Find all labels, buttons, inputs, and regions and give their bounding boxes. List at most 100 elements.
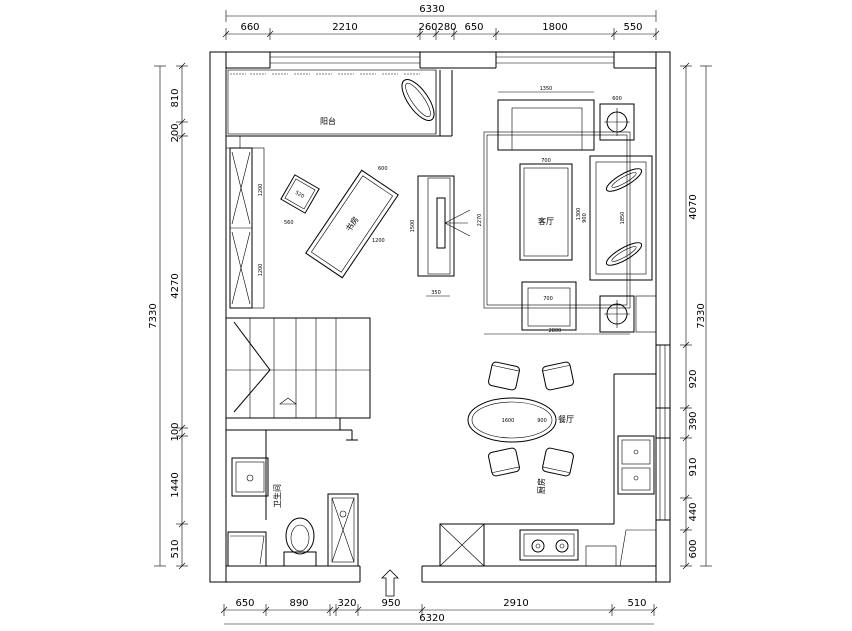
dimension-tick — [682, 404, 690, 412]
bottom-dim-1: 650 — [235, 598, 254, 609]
top-total-dim: 6330 — [419, 4, 444, 15]
left-total-dim: 7330 — [148, 303, 159, 328]
study-desk: 书房 — [305, 169, 399, 279]
left-dim-5: 1440 — [170, 472, 181, 497]
cushion-icon — [605, 168, 643, 192]
rug-dim-h: 2270 — [477, 214, 483, 227]
balcony-label: 阳台 — [320, 116, 336, 126]
kitchen-label: 厨房 — [536, 478, 546, 494]
dining-label: 餐厅 — [558, 415, 574, 424]
desk-dim-w: 600 — [378, 166, 388, 172]
rug-dim-w: 2800 — [549, 328, 562, 334]
right-dim-1: 920 — [688, 369, 699, 388]
dining-dim-h: 900 — [537, 418, 547, 424]
dimension-tick — [178, 62, 186, 70]
dimension-tick — [266, 30, 274, 38]
dining-chair-icon — [488, 361, 520, 391]
dimension-tick — [682, 341, 690, 349]
bottom-dim-5: 2910 — [503, 598, 528, 609]
dining-chair-icon — [542, 361, 574, 391]
stairs — [225, 317, 371, 441]
dimension-tick — [650, 606, 658, 614]
left-dim-1: 810 — [170, 88, 181, 107]
dimension-tick — [432, 30, 440, 38]
right-total-dim: 7330 — [696, 303, 707, 328]
top-dim-2: 2210 — [332, 22, 357, 33]
dimension-tick — [492, 30, 500, 38]
left-dimension-lines: 7330 810 200 4270 100 1440 510 — [148, 62, 188, 570]
armchair-dim: 700 — [543, 296, 553, 302]
left-dim-4: 100 — [170, 422, 181, 441]
top-dim-4: 280 — [437, 22, 456, 33]
cushion-icon — [605, 242, 643, 266]
left-dim-3: 4270 — [170, 273, 181, 298]
lounge-chair-icon — [401, 79, 435, 121]
top-dim-5: 650 — [464, 22, 483, 33]
shelf-dim-a: 1200 — [258, 184, 264, 197]
dimension-tick — [262, 606, 270, 614]
sofa-inner-dim: 1850 — [620, 212, 626, 225]
desk-dim-len: 1200 — [372, 238, 385, 244]
dimension-tick — [418, 606, 426, 614]
right-dim-2: 390 — [688, 411, 699, 430]
dining-area: 1600 900 餐厅 — [467, 361, 574, 477]
chair-dim-a: 520 — [294, 190, 305, 200]
dimension-tick — [220, 606, 228, 614]
dimension-tick — [326, 606, 334, 614]
sofa-top-dim: 1350 — [540, 86, 553, 92]
living-room: 2270 2800 1350 600 客厅 700 1300 900 1850 — [477, 86, 657, 335]
right-dim-5: 600 — [688, 539, 699, 558]
bottom-dim-3: 320 — [337, 598, 356, 609]
tv-dim-w: 350 — [431, 290, 441, 296]
bathroom-label: 卫生间 — [272, 484, 282, 508]
bottom-total-dim: 6320 — [419, 613, 444, 624]
table-dim-w: 700 — [541, 158, 551, 164]
dimension-tick — [178, 520, 186, 528]
dimension-tick — [610, 30, 618, 38]
sofa-long-dim: 900 — [582, 213, 588, 223]
right-upper-dim: 4070 — [688, 194, 699, 219]
right-dim-3: 910 — [688, 457, 699, 476]
dimension-tick — [178, 562, 186, 570]
balcony: 阳台 — [225, 69, 453, 149]
top-dim-7: 550 — [623, 22, 642, 33]
dimension-tick — [682, 434, 690, 442]
dimension-tick — [178, 118, 186, 126]
living-label: 客厅 — [538, 216, 554, 226]
top-dim-1: 660 — [240, 22, 259, 33]
kitchen: 厨房 — [439, 373, 656, 567]
chair-dim-b: 560 — [284, 220, 294, 226]
dimension-tick — [450, 30, 458, 38]
dining-chair-icon — [542, 447, 574, 477]
table-dim-h: 1300 — [576, 208, 582, 221]
bottom-dim-6: 510 — [627, 598, 646, 609]
dimension-tick — [354, 606, 362, 614]
shelf-dim-b: 1200 — [258, 264, 264, 277]
dining-dim-w: 1600 — [502, 418, 515, 424]
top-dim-3: 260 — [418, 22, 437, 33]
dining-chair-icon — [488, 447, 520, 477]
bottom-dimension-lines: 650 890 320 950 2910 510 6320 — [220, 598, 658, 625]
dimension-tick — [682, 62, 690, 70]
left-dim-2: 200 — [170, 123, 181, 142]
study-label: 书房 — [343, 215, 360, 234]
dimension-tick — [682, 526, 690, 534]
bathroom: 卫生间 — [227, 430, 359, 567]
dimension-tick — [178, 432, 186, 440]
side-table-dim: 600 — [612, 96, 622, 102]
outer-walls — [209, 51, 671, 583]
dimension-tick — [178, 424, 186, 432]
tv-dim-h: 1500 — [410, 220, 416, 233]
top-dim-6: 1800 — [542, 22, 567, 33]
right-dim-4: 440 — [688, 502, 699, 521]
study-chair-icon: 520 — [280, 174, 320, 214]
dimension-tick — [332, 606, 340, 614]
right-dimension-lines: 7330 4070 920 390 910 440 600 — [680, 62, 712, 570]
dimension-tick — [682, 562, 690, 570]
bottom-dim-2: 890 — [289, 598, 308, 609]
dining-table: 1600 900 — [467, 397, 557, 443]
left-dim-6: 510 — [170, 539, 181, 558]
entrance-arrow-icon — [381, 569, 399, 597]
bottom-dim-4: 950 — [381, 598, 400, 609]
